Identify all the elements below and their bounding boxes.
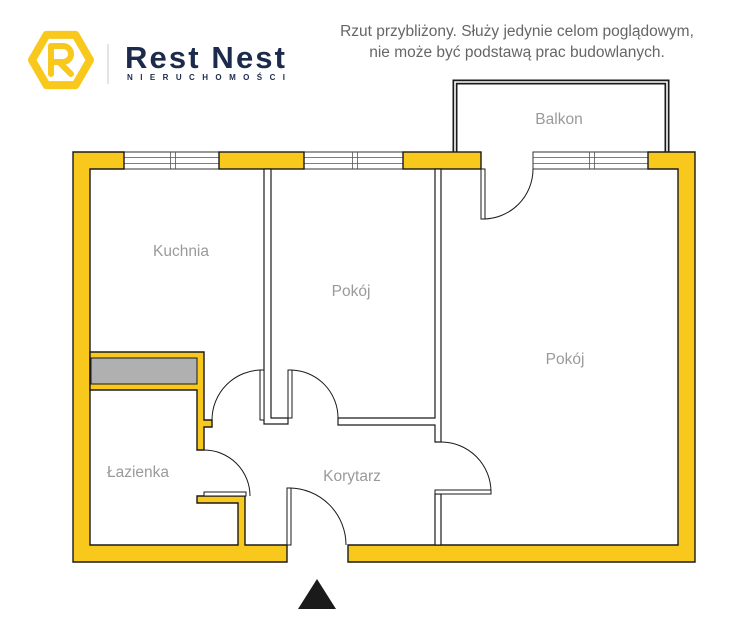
balcony-railing-inner <box>454 81 668 153</box>
wall-east <box>347 151 696 563</box>
window-kitchen <box>123 151 220 170</box>
door-leaf <box>480 168 486 220</box>
windows <box>123 151 649 170</box>
room-label-right-room: Pokój <box>546 351 585 368</box>
door-swing-arc <box>211 369 263 421</box>
window-frame <box>123 151 220 170</box>
wall-corridor-right-room <box>434 493 442 546</box>
wall-middle-right-room <box>337 168 442 443</box>
disclaimer-line-1: Rzut przybliżony. Służy jedynie celom po… <box>340 23 694 40</box>
door-leaf <box>287 369 293 419</box>
disclaimer: Rzut przybliżony. Służy jedynie celom po… <box>340 23 694 61</box>
disclaimer-line-2: nie może być podstawą prac budowlanych. <box>369 44 665 61</box>
door-leaf <box>203 491 247 497</box>
door-right-room <box>434 441 492 495</box>
doors <box>203 168 534 546</box>
room-label-middle-room: Pokój <box>332 283 371 300</box>
room-labels: Kuchnia Pokój Pokój Łazienka Korytarz Ba… <box>107 111 584 485</box>
window-middle-room <box>303 151 404 170</box>
door-swing-arc <box>288 487 347 546</box>
room-label-kitchen: Kuchnia <box>153 243 209 260</box>
door-swing-arc <box>289 369 339 419</box>
wall-kitchen-middle-room <box>263 168 289 425</box>
door-leaf <box>434 489 492 495</box>
door-leaf <box>286 487 292 546</box>
entrance-triangle-icon <box>298 579 336 609</box>
bathroom-shaft-wall <box>89 351 213 451</box>
room-label-balcony: Balkon <box>535 111 582 128</box>
door-kitchen <box>211 369 265 421</box>
window-frame <box>532 151 649 170</box>
rest-nest-logo-icon <box>28 30 94 90</box>
door-swing-arc <box>440 441 492 493</box>
wall-north-balcony <box>402 151 482 170</box>
brand-name: Rest Nest <box>125 40 285 75</box>
wall-west <box>72 151 288 563</box>
logo-letter-r <box>48 43 74 77</box>
balcony <box>452 79 670 153</box>
door-balcony <box>480 168 534 220</box>
brand-tagline: NIERUCHOMOŚCI <box>127 73 285 82</box>
logo-hexagon <box>28 30 94 90</box>
door-swing-arc <box>203 449 251 497</box>
door-swing-arc <box>482 168 534 220</box>
brand-header: Rest Nest NIERUCHOMOŚCI <box>28 30 285 90</box>
room-label-corridor: Korytarz <box>323 468 381 485</box>
wall-north-middle <box>218 151 305 170</box>
door-bathroom <box>203 449 251 497</box>
door-leaf <box>259 369 265 421</box>
room-label-bathroom: Łazienka <box>107 464 169 481</box>
exterior-walls <box>72 151 696 563</box>
window-frame <box>303 151 404 170</box>
ventilation-shaft <box>90 357 198 385</box>
window-right-room <box>532 151 649 170</box>
floor-plan: Kuchnia Pokój Pokój Łazienka Korytarz Ba… <box>72 79 696 609</box>
door-entrance <box>286 487 347 546</box>
door-middle-room <box>287 369 339 419</box>
